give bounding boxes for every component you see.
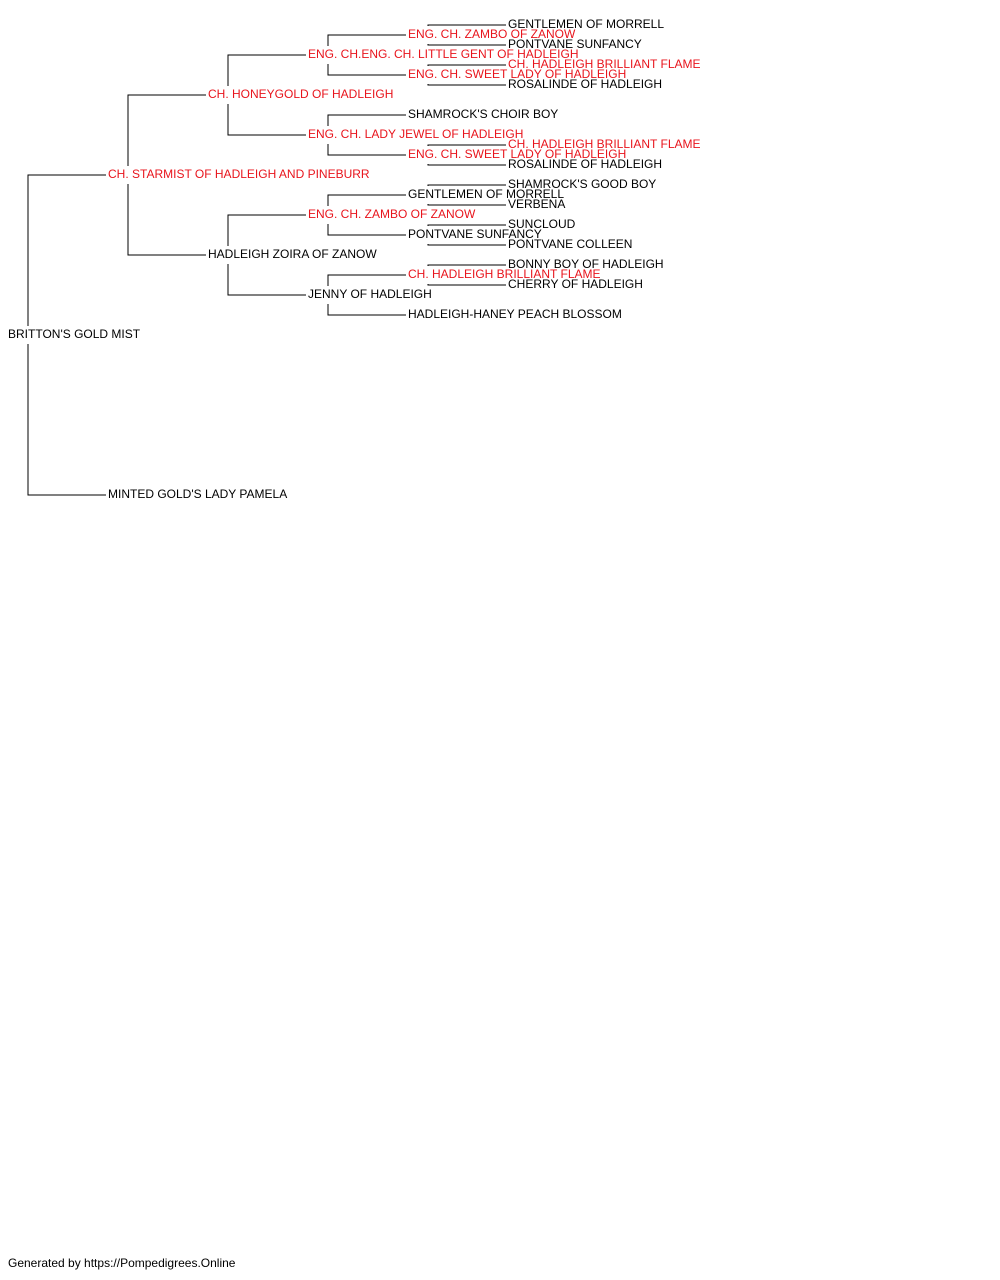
dog-name-eng-ch-zambo-of-zanow: ENG. CH. ZAMBO OF ZANOW [408,27,576,41]
connector-dam-of-ch-hadleigh-brilliant-flame [427,284,506,286]
dog-name-eng-ch-sweet-lady-of-hadleigh: ENG. CH. SWEET LADY OF HADLEIGH [408,147,626,161]
connector-sire-of-pontvane-sunfancy [427,224,506,226]
dog-name-shamrock-s-good-boy: SHAMROCK'S GOOD BOY [508,177,656,191]
dog-name-eng-ch-eng-ch-little-gent-of-hadleigh: ENG. CH.ENG. CH. LITTLE GENT OF HADLEIGH [308,47,579,61]
dog-name-jenny-of-hadleigh: JENNY OF HADLEIGH [308,287,432,301]
dog-name-suncloud: SUNCLOUD [508,217,576,231]
connector-dam-of-gentlemen-of-morrell [427,204,506,206]
connector-sire-of-gentlemen-of-morrell [427,184,506,186]
dog-name-hadleigh-haney-peach-blossom: HADLEIGH-HANEY PEACH BLOSSOM [408,307,622,321]
dog-name-rosalinde-of-hadleigh: ROSALINDE OF HADLEIGH [508,77,662,91]
dog-name-hadleigh-zoira-of-zanow: HADLEIGH ZOIRA OF ZANOW [208,247,377,261]
dog-name-pontvane-sunfancy: PONTVANE SUNFANCY [408,227,542,241]
connector-dam-of-jenny-of-hadleigh [327,304,406,316]
dog-name-ch-honeygold-of-hadleigh: CH. HONEYGOLD OF HADLEIGH [208,87,393,101]
connector-sire-of-eng-ch-zambo-of-zanow [327,194,406,206]
connector-sire-of-ch-starmist-of-hadleigh-and-pineburr [127,94,206,166]
connector-dam-of-eng-ch-sweet-lady-of-hadleigh [427,84,506,86]
dog-name-eng-ch-sweet-lady-of-hadleigh: ENG. CH. SWEET LADY OF HADLEIGH [408,67,626,81]
connector-sire-of-eng-ch-sweet-lady-of-hadleigh [427,144,506,146]
connector-sire-of-britton-s-gold-mist [27,174,106,326]
dog-name-ch-hadleigh-brilliant-flame: CH. HADLEIGH BRILLIANT FLAME [508,57,701,71]
connector-sire-of-ch-honeygold-of-hadleigh [227,54,306,86]
dog-name-eng-ch-zambo-of-zanow: ENG. CH. ZAMBO OF ZANOW [308,207,476,221]
connector-dam-of-ch-starmist-of-hadleigh-and-pineburr [127,184,206,256]
dog-name-gentlemen-of-morrell: GENTLEMEN OF MORRELL [508,17,664,31]
connector-dam-of-ch-honeygold-of-hadleigh [227,104,306,136]
dog-name-ch-hadleigh-brilliant-flame: CH. HADLEIGH BRILLIANT FLAME [408,267,601,281]
connector-dam-of-hadleigh-zoira-of-zanow [227,264,306,296]
connector-sire-of-jenny-of-hadleigh [327,274,406,286]
generated-by-footer: Generated by https://Pompedigrees.Online [8,1256,236,1270]
dog-name-rosalinde-of-hadleigh: ROSALINDE OF HADLEIGH [508,157,662,171]
connector-dam-of-britton-s-gold-mist [27,344,106,496]
dog-name-pontvane-sunfancy: PONTVANE SUNFANCY [508,37,642,51]
connector-dam-of-eng-ch-lady-jewel-of-hadleigh [327,144,406,156]
connector-dam-of-eng-ch-zambo-of-zanow [327,224,406,236]
connector-sire-of-eng-ch-sweet-lady-of-hadleigh [427,64,506,66]
dog-name-bonny-boy-of-hadleigh: BONNY BOY OF HADLEIGH [508,257,664,271]
connector-dam-of-eng-ch-eng-ch-little-gent-of-hadleigh [327,64,406,76]
connector-dam-of-pontvane-sunfancy [427,244,506,246]
dog-name-ch-hadleigh-brilliant-flame: CH. HADLEIGH BRILLIANT FLAME [508,137,701,151]
dog-name-verbena: VERBENA [508,197,565,211]
pedigree-connectors [27,24,506,496]
connector-dam-of-eng-ch-zambo-of-zanow [427,44,506,46]
connector-sire-of-hadleigh-zoira-of-zanow [227,214,306,246]
pedigree-names: BRITTON'S GOLD MIST CH. STARMIST OF HADLE… [8,17,701,501]
dog-name-britton-s-gold-mist: BRITTON'S GOLD MIST [8,327,141,341]
connector-sire-of-ch-hadleigh-brilliant-flame [427,264,506,266]
dog-name-gentlemen-of-morrell: GENTLEMEN OF MORRELL [408,187,564,201]
connector-sire-of-eng-ch-lady-jewel-of-hadleigh [327,114,406,126]
dog-name-shamrock-s-choir-boy: SHAMROCK'S CHOIR BOY [408,107,558,121]
dog-name-eng-ch-lady-jewel-of-hadleigh: ENG. CH. LADY JEWEL OF HADLEIGH [308,127,523,141]
dog-name-minted-gold-s-lady-pamela: MINTED GOLD'S LADY PAMELA [108,487,287,501]
connector-sire-of-eng-ch-zambo-of-zanow [427,24,506,26]
dog-name-ch-starmist-of-hadleigh-and-pineburr: CH. STARMIST OF HADLEIGH AND PINEBURR [108,167,370,181]
connector-dam-of-eng-ch-sweet-lady-of-hadleigh [427,164,506,166]
dog-name-cherry-of-hadleigh: CHERRY OF HADLEIGH [508,277,643,291]
dog-name-pontvane-colleen: PONTVANE COLLEEN [508,237,632,251]
connector-sire-of-eng-ch-eng-ch-little-gent-of-hadleigh [327,34,406,46]
